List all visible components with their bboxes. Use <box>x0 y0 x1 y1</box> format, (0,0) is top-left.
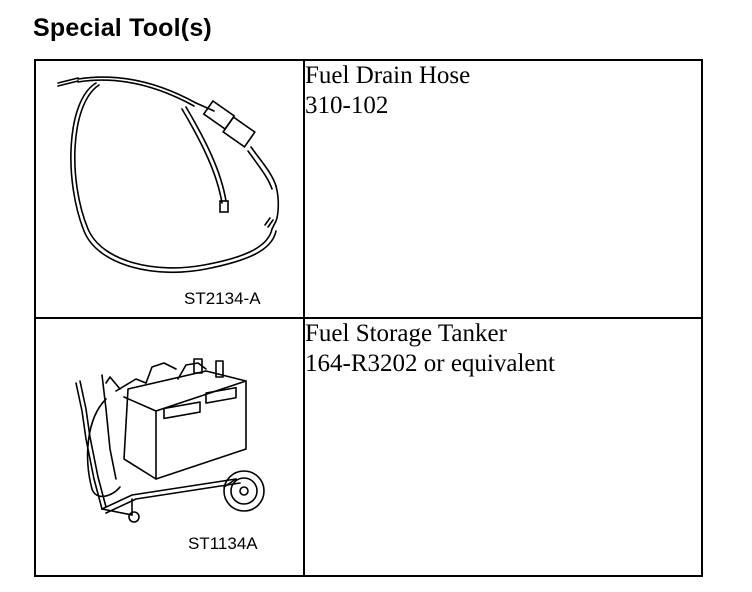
fuel-storage-tanker-illustration <box>75 358 265 523</box>
illustration-cell: ST1134A <box>34 317 305 577</box>
tool-description-cell: Fuel Storage Tanker 164-R3202 or equival… <box>303 317 703 577</box>
tool-name: Fuel Drain Hose <box>305 62 471 89</box>
section-heading: Special Tool(s) <box>33 14 212 42</box>
illustration-cell: ST2134-A <box>34 59 305 319</box>
special-tools-table: ST2134-A Fuel Drain Hose 310-102 <box>34 59 703 577</box>
illustration-code: ST1134A <box>188 534 258 553</box>
illustration-code: ST2134-A <box>184 289 261 308</box>
tool-number: 310-102 <box>305 92 389 119</box>
fuel-drain-hose-illustration <box>57 76 280 274</box>
tool-number: 164-R3202 or equivalent <box>305 350 555 377</box>
tool-description-cell: Fuel Drain Hose 310-102 <box>303 59 703 319</box>
table-row: ST2134-A Fuel Drain Hose 310-102 <box>34 59 703 319</box>
tool-name: Fuel Storage Tanker <box>305 320 507 347</box>
table-row: ST1134A Fuel Storage Tanker 164-R3202 or… <box>34 317 703 577</box>
